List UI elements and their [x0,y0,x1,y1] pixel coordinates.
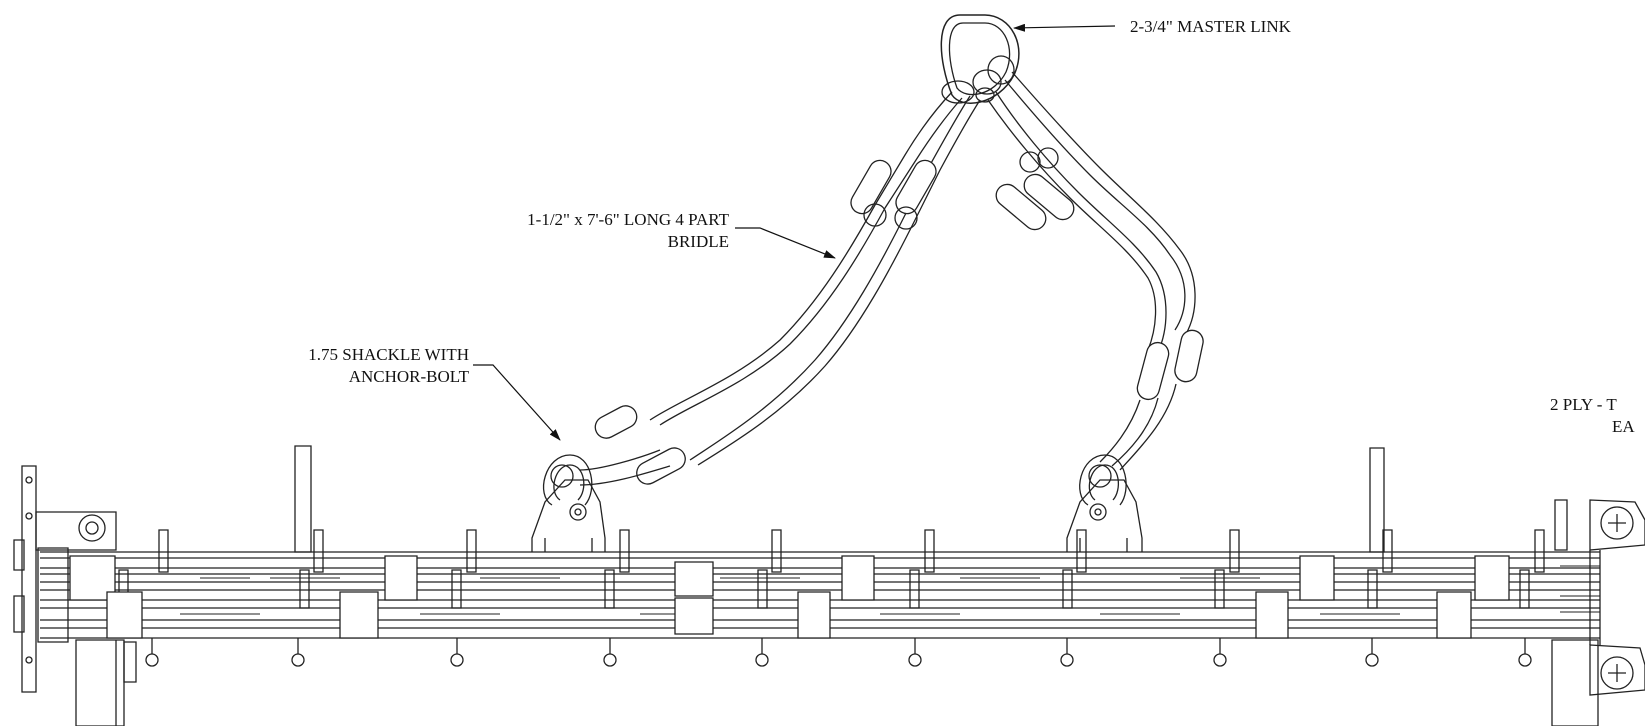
callout-shackle-line1: 1.75 SHACKLE WITH [308,345,469,364]
right-lifting-lug [1067,480,1142,552]
upper-links [942,56,1014,103]
callout-ply-line1: 2 PLY - T [1550,395,1617,414]
right-end-assembly [1552,500,1645,726]
left-shackle [544,455,592,520]
bridle-leg-right-inner [988,92,1176,470]
master-link [941,15,1019,103]
vertical-guides [295,446,1384,552]
callout-shackle-line2: ANCHOR-BOLT [348,367,469,386]
bridle-leg-right-outer [1005,72,1205,384]
leader-lines [473,23,1115,441]
lower-studs [119,570,1529,608]
callout-ply-line2: EA [1612,417,1635,436]
callout-bridle-line1: 1-1/2" x 7'-6" LONG 4 PART [527,210,729,229]
right-shackle [1080,455,1126,520]
callout-bridle-line2: BRIDLE [667,232,729,251]
left-lifting-lug [532,480,605,552]
callout-master-link: 2-3/4" MASTER LINK [1130,17,1291,36]
bottom-hooks [146,638,1531,666]
bridle-leg-left-inner [580,96,980,488]
centerline-dashes [180,566,1600,614]
upper-studs [159,530,1544,572]
bridle-leg-left-outer [591,92,962,442]
left-end-assembly [14,466,136,726]
clamp-blocks [70,556,1509,638]
